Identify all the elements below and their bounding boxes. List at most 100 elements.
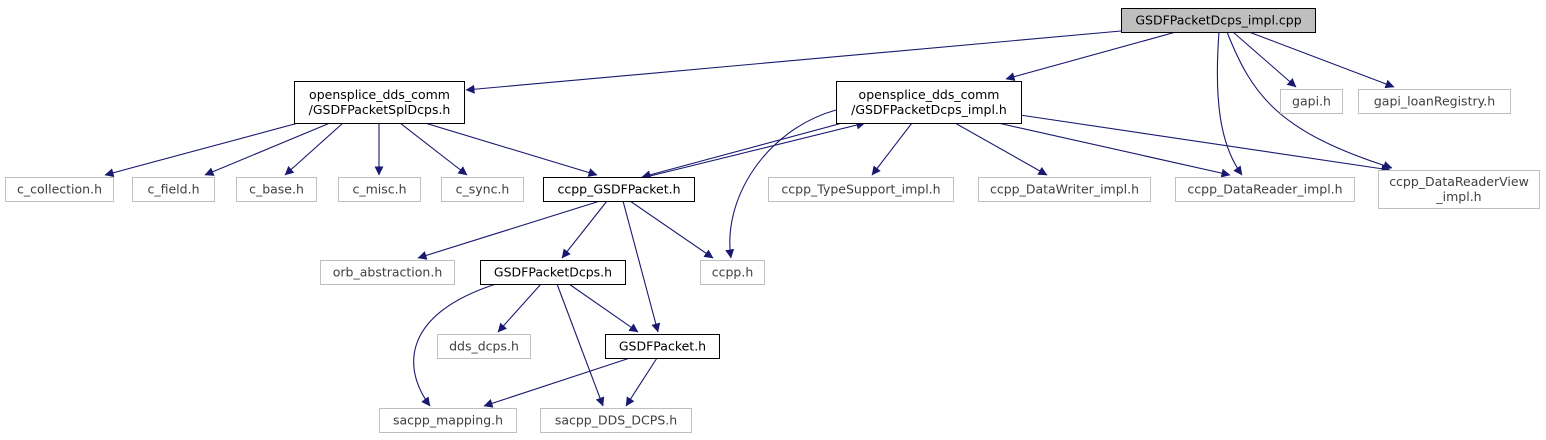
node-box-sacppDDS (540, 408, 692, 433)
node-readerView: ccpp_DataReaderView_impl.h (1378, 170, 1540, 209)
node-label-cField: c_field.h (148, 182, 200, 197)
edge-splDcps-to-ccppGSDF (424, 122, 598, 177)
node-box-cField (132, 177, 215, 202)
edge-gsdfDcps-to-sacppMapping (413, 283, 497, 407)
edge-splDcps-to-cBase (284, 122, 344, 176)
edge-ccppGSDF-to-ccpp (629, 200, 714, 259)
node-box-gapiLoan (1358, 89, 1511, 114)
node-label-splDcps-line-1: opensplice_dds_comm (309, 87, 450, 102)
node-splDcps[interactable]: opensplice_dds_comm/GSDFPacketSplDcps.h (294, 81, 465, 124)
node-gsdfPacket[interactable]: GSDFPacket.h (605, 334, 720, 359)
node-box-ccppGSDF (543, 177, 695, 202)
edge-root-to-gapi (1232, 31, 1297, 88)
node-label-gapi: gapi.h (1292, 94, 1331, 109)
node-typeSupport: ccpp_TypeSupport_impl.h (768, 177, 954, 202)
node-box-cSync (441, 177, 524, 202)
node-gapiLoan: gapi_loanRegistry.h (1358, 89, 1511, 114)
node-label-root: GSDFPacketDcps_impl.cpp (1135, 13, 1301, 28)
node-box-gapi (1280, 89, 1343, 114)
node-box-dcpsImplH (836, 81, 1022, 124)
node-box-cCollection (5, 177, 114, 202)
node-cMisc: c_misc.h (338, 177, 421, 202)
node-label-cSync: c_sync.h (456, 182, 510, 197)
node-ddsDcps: dds_dcps.h (437, 334, 531, 359)
edge-dcpsImplH-to-typeSupport (871, 122, 913, 176)
node-label-ddsDcps: dds_dcps.h (449, 339, 519, 354)
edge-root-to-gapiLoan (1248, 31, 1395, 89)
node-sacppMapping: sacpp_mapping.h (379, 408, 517, 433)
edge-splDcps-to-cCollection (104, 121, 303, 178)
edge-gsdfDcps-to-sacppDDS (556, 283, 605, 407)
node-label-ccpp: ccpp.h (712, 265, 754, 280)
node-box-orb (320, 260, 455, 285)
edge-ccppGSDF-to-gsdfPacket (622, 200, 661, 333)
nodes-layer: GSDFPacketDcps_impl.cpp opensplice_dds_co… (5, 8, 1540, 433)
node-box-dataWriter (978, 177, 1151, 202)
node-ccppGSDF[interactable]: ccpp_GSDFPacket.h (543, 177, 695, 202)
node-cBase: c_base.h (236, 177, 317, 202)
node-label-sacppMapping: sacpp_mapping.h (393, 413, 503, 428)
node-dataWriter: ccpp_DataWriter_impl.h (978, 177, 1151, 202)
node-label-splDcps-line-2: /GSDFPacketSplDcps.h (309, 102, 451, 117)
node-box-root (1121, 8, 1316, 33)
node-label-dcpsImplH-line-1: opensplice_dds_comm (859, 87, 1000, 102)
node-label-ccppGSDF: ccpp_GSDFPacket.h (557, 182, 680, 197)
node-label-orb: orb_abstraction.h (333, 265, 443, 280)
edge-dcpsImplH-to-dataWriter (954, 122, 1048, 176)
node-label-dataWriter: ccpp_DataWriter_impl.h (990, 182, 1139, 197)
edge-dcpsImplH-to-readerView (1019, 114, 1391, 174)
edge-ccppGSDF-to-orb (417, 200, 601, 260)
edge-ccppGSDF-to-gsdfDcps (561, 200, 608, 259)
node-label-dataReader: ccpp_DataReader_impl.h (1187, 182, 1342, 197)
node-orb: orb_abstraction.h (320, 260, 455, 285)
node-ccpp: ccpp.h (700, 260, 765, 285)
node-label-sacppDDS: sacpp_DDS_DCPS.h (555, 413, 677, 428)
edge-dcpsImplH-to-dataReader (997, 122, 1231, 178)
edge-gsdfDcps-to-gsdfPacket (568, 283, 639, 333)
node-sacppDDS: sacpp_DDS_DCPS.h (540, 408, 692, 433)
node-gsdfDcps[interactable]: GSDFPacketDcps.h (480, 260, 626, 285)
edge-splDcps-to-cSync (399, 122, 468, 176)
node-root[interactable]: GSDFPacketDcps_impl.cpp (1121, 8, 1316, 33)
node-label-readerView-line-1: ccpp_DataReaderView (1389, 174, 1529, 189)
node-label-gapiLoan: gapi_loanRegistry.h (1374, 94, 1495, 109)
node-box-sacppMapping (379, 408, 517, 433)
node-box-cMisc (338, 177, 421, 202)
node-box-ccpp (700, 260, 765, 285)
node-label-typeSupport: ccpp_TypeSupport_impl.h (781, 182, 940, 197)
node-box-dataReader (1175, 177, 1355, 202)
node-label-cMisc: c_misc.h (352, 182, 406, 197)
edge-dcpsImplH-to-ccppGSDF (641, 117, 862, 180)
edge-root-to-dcpsImplH (1005, 31, 1177, 82)
edge-root-to-readerView (1226, 31, 1393, 170)
node-label-cBase: c_base.h (249, 182, 304, 197)
edge-gsdfPacket-to-sacppDDS (625, 357, 658, 407)
node-box-typeSupport (768, 177, 954, 202)
node-dataReader: ccpp_DataReader_impl.h (1175, 177, 1355, 202)
edge-splDcps-to-cField (204, 122, 331, 176)
node-label-cCollection: c_collection.h (17, 182, 102, 197)
edge-dcpsImplH-to-ccpp (725, 109, 837, 259)
node-gapi: gapi.h (1280, 89, 1343, 114)
edge-root-to-dataReader (1216, 31, 1243, 176)
node-dcpsImplH[interactable]: opensplice_dds_comm/GSDFPacketDcps_impl.… (836, 81, 1022, 124)
node-label-dcpsImplH-line-2: /GSDFPacketDcps_impl.h (851, 102, 1007, 117)
node-label-gsdfDcps: GSDFPacketDcps.h (494, 265, 612, 280)
edges-layer (104, 30, 1395, 408)
node-box-gsdfDcps (480, 260, 626, 285)
node-box-gsdfPacket (605, 334, 720, 359)
edge-gsdfPacket-to-sacppMapping (483, 357, 631, 408)
edge-ccppGSDF-to-dcpsImplH (645, 120, 866, 178)
edge-gsdfDcps-to-ddsDcps (497, 283, 542, 333)
node-box-readerView (1378, 170, 1540, 209)
node-box-ddsDcps (437, 334, 531, 359)
node-cField: c_field.h (132, 177, 215, 202)
node-label-readerView-line-2: _impl.h (1435, 189, 1481, 204)
node-label-gsdfPacket: GSDFPacket.h (619, 339, 706, 354)
node-box-splDcps (294, 81, 465, 124)
node-cCollection: c_collection.h (5, 177, 114, 202)
edge-root-to-splDcps (465, 30, 1122, 94)
node-box-cBase (236, 177, 317, 202)
node-cSync: c_sync.h (441, 177, 524, 202)
